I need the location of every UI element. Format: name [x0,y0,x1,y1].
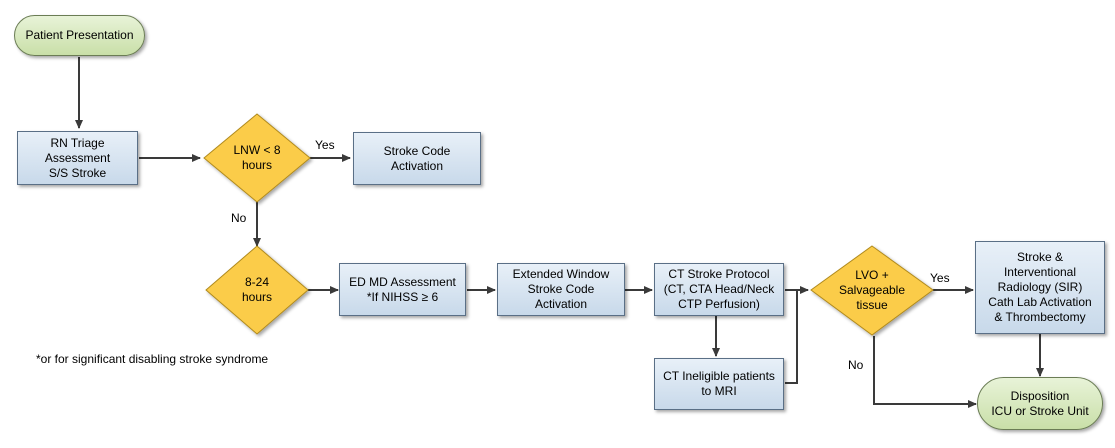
edge-label-lnw-yes: Yes [315,138,335,152]
node-stroke-code-activation: Stroke Code Activation [353,132,481,185]
node-disposition: Disposition ICU or Stroke Unit [977,377,1103,430]
decision-lvo-diamond [810,245,934,336]
ed-md-assessment-criteria: *If NIHSS ≥ 6 [366,289,439,304]
node-ed-md-assessment: ED MD Assessment *If NIHSS ≥ 6 [339,263,466,316]
footnote: *or for significant disabling stroke syn… [36,352,269,366]
decision-lnw-diamond [203,113,311,203]
node-ct-ineligible: CT Ineligible patients to MRI [654,358,784,410]
node-rn-triage: RN Triage Assessment S/S Stroke [17,131,138,185]
node-ct-stroke-protocol: CT Stroke Protocol (CT, CTA Head/Neck CT… [654,263,784,316]
ed-md-assessment-title: ED MD Assessment [349,274,456,289]
edge-label-lnw-no: No [231,211,247,225]
node-sir-thrombectomy: Stroke & Interventional Radiology (SIR) … [975,241,1105,334]
connectors [75,57,1044,408]
edge-lvo-no-to-disposition [873,336,977,408]
decision-lvo-label: LVO + Salvageable tissue [838,267,906,312]
node-patient-presentation: Patient Presentation [14,15,145,56]
node-extended-window: Extended Window Stroke Code Activation [497,263,625,316]
edge-label-lvo-yes: Yes [930,271,950,285]
decision-8-24-label: 8-24 hours [241,275,273,304]
decision-lnw-label: LNW < 8 hours [233,143,281,172]
edge-label-lvo-no: No [848,358,864,372]
decision-8-24-diamond [205,245,309,335]
edge-ineligible-to-lvo [785,290,798,384]
